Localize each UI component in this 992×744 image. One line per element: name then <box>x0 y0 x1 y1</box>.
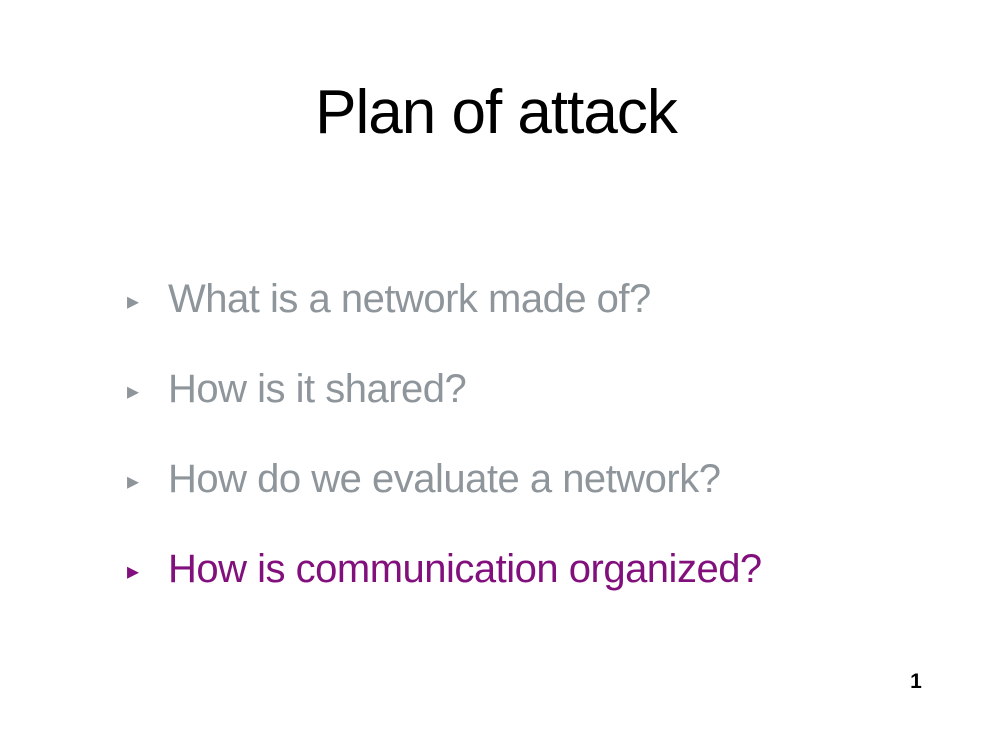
bullet-text: How is communication organized? <box>168 547 762 591</box>
bullet-list: ▸ What is a network made of? ▸ How is it… <box>127 277 762 639</box>
bullet-item: ▸ How do we evaluate a network? <box>127 457 762 549</box>
triangle-bullet-icon: ▸ <box>127 557 140 585</box>
bullet-text: What is a network made of? <box>168 277 651 321</box>
bullet-text: How do we evaluate a network? <box>168 457 721 501</box>
slide-title: Plan of attack <box>315 78 678 147</box>
bullet-item: ▸ How is communication organized? <box>127 547 762 639</box>
triangle-bullet-icon: ▸ <box>127 377 140 405</box>
triangle-bullet-icon: ▸ <box>127 467 140 495</box>
bullet-text: How is it shared? <box>168 367 467 411</box>
bullet-item: ▸ What is a network made of? <box>127 277 762 369</box>
triangle-bullet-icon: ▸ <box>127 287 140 315</box>
bullet-item: ▸ How is it shared? <box>127 367 762 459</box>
page-number: 1 <box>910 670 922 693</box>
